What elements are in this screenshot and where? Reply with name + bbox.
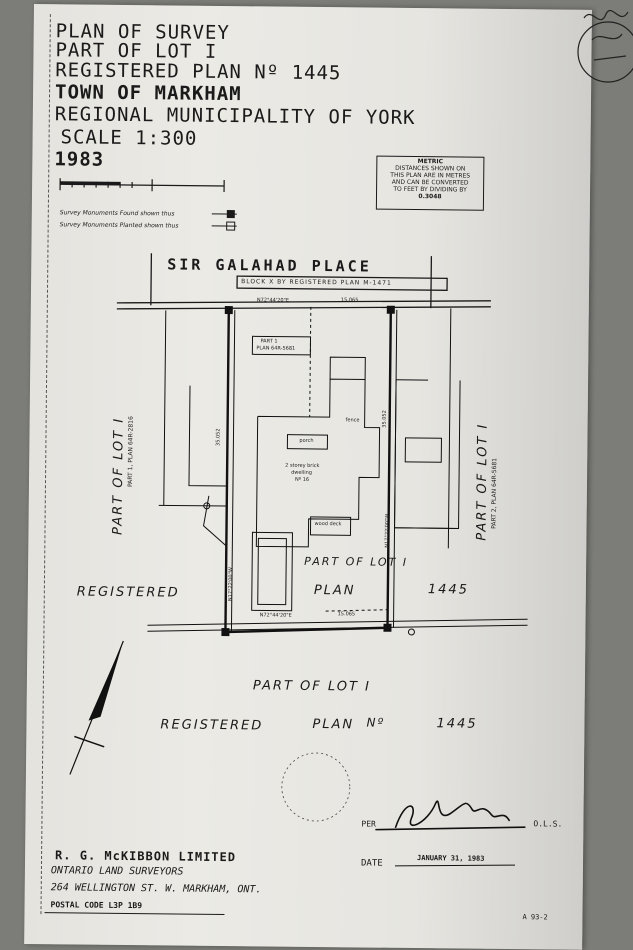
distance-left: 35.052	[215, 428, 221, 446]
porch-label: porch	[299, 438, 313, 444]
firm-name: R. G. McKIBBON LIMITED	[55, 848, 236, 864]
right-plan-ref: PART 2, PLAN 64R-5681	[491, 458, 499, 529]
mid-part-of-lot: PART OF LOT I	[304, 555, 408, 569]
dwelling-desc-2: dwelling	[291, 470, 312, 476]
monument-found-icon	[227, 210, 235, 218]
survey-document-sheet: PLAN OF SURVEY PART OF LOT I REGISTERED …	[24, 4, 592, 950]
north-arrow-icon	[70, 640, 123, 775]
date-value: JANUARY 31, 1983	[417, 854, 485, 863]
mid-plan: PLAN	[314, 583, 356, 598]
left-part-of-lot: PART OF LOT I	[110, 417, 126, 535]
firm-line-2: ONTARIO LAND SURVEYORS	[51, 865, 184, 877]
bottom-part-of-lot: PART OF LOT I	[253, 678, 371, 694]
seal-stamp	[281, 753, 350, 822]
distance-top: 15.065	[341, 297, 359, 303]
left-plan-ref: PART 1, PLAN 64R-2816	[127, 416, 135, 487]
mid-plan-number: 1445	[428, 582, 469, 597]
dwelling-desc-3: Nº 16	[295, 477, 309, 483]
ols-label: O.L.S.	[533, 819, 562, 828]
bottom-plan: PLAN	[312, 717, 354, 732]
part1-plan-label: PLAN 64R-5681	[256, 345, 295, 351]
drawing-number: A 93-2	[522, 913, 547, 921]
distance-bottom: 15.065	[338, 611, 356, 617]
firm-line-4: POSTAL CODE L3P 1B9	[51, 900, 143, 910]
deck-label: wood deck	[315, 521, 342, 527]
firm-line-3: 264 WELLINGTON ST. W. MARKHAM, ONT.	[51, 882, 262, 895]
part1-label: PART 1	[260, 338, 277, 344]
right-part-of-lot: PART OF LOT I	[474, 423, 490, 541]
distance-right: 35.052	[382, 410, 388, 428]
bearing-right: N17°22'00"W	[384, 514, 390, 548]
surveyor-signature	[375, 801, 525, 832]
bottom-registered: REGISTERED	[160, 717, 263, 733]
date-label: DATE	[361, 858, 383, 868]
dwelling-desc-1: 2 storey brick	[285, 463, 319, 469]
registered-left: REGISTERED	[77, 584, 180, 600]
bearing-bottom: N72°44'20"E	[260, 612, 292, 618]
fence-label: fence	[346, 417, 360, 423]
street-name: SIR GALAHAD PLACE	[167, 255, 372, 275]
bearing-top: N72°44'20"E	[257, 297, 289, 303]
per-label: PER	[361, 819, 376, 828]
scale-bar	[60, 178, 224, 192]
bottom-plan-number: 1445	[436, 716, 477, 731]
bearing-left: N17°22'00"W	[228, 567, 234, 601]
bottom-plan-no: Nº	[366, 716, 385, 730]
